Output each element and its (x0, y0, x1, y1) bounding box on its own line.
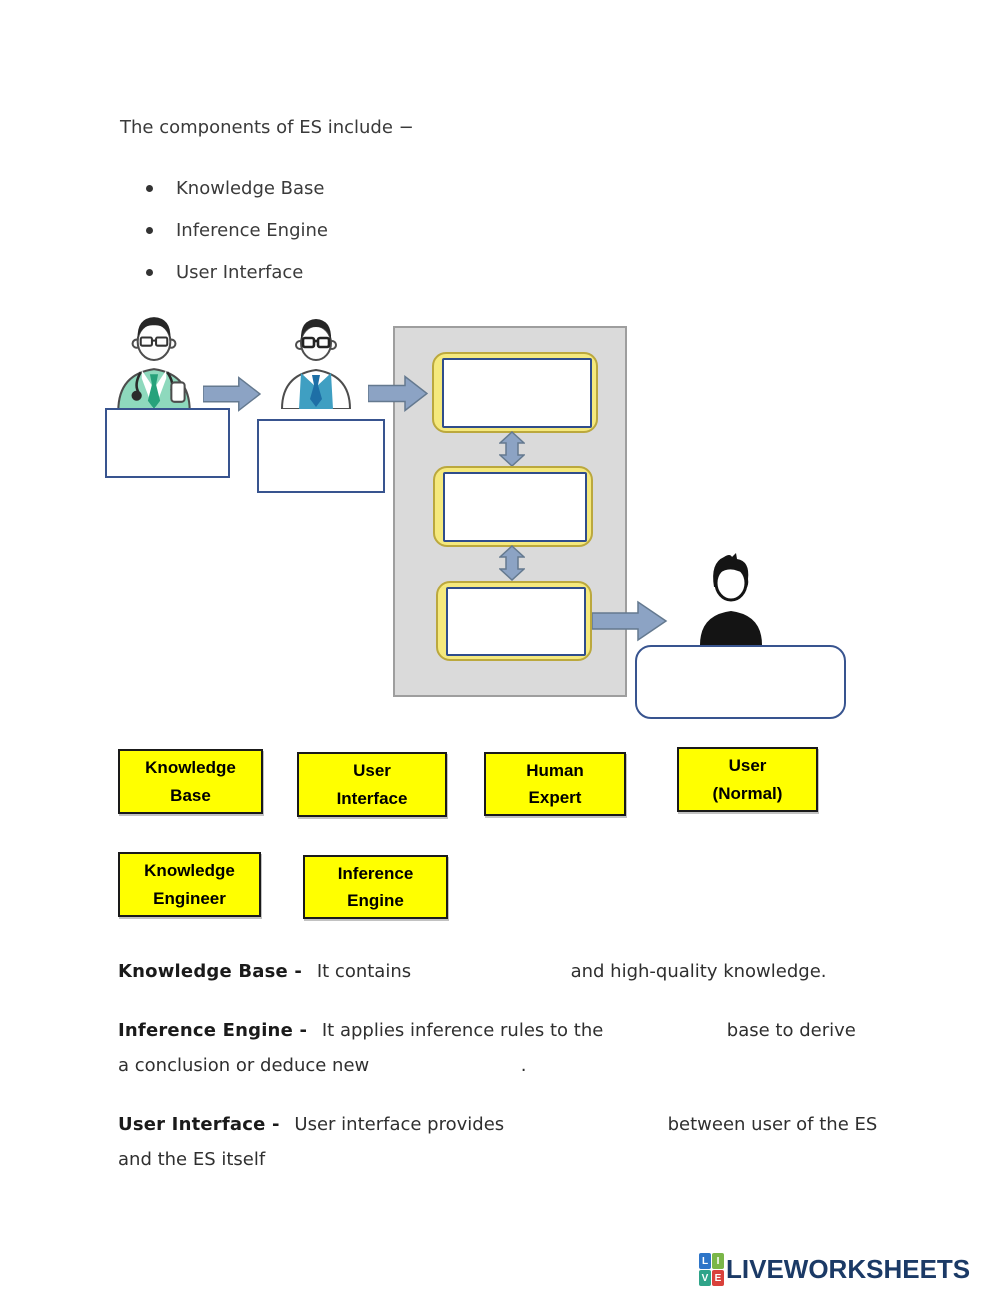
definition-user-interface-line2: and the ES itself (118, 1149, 265, 1170)
definition-inference-engine-line1: Inference Engine - It applies inference … (118, 1020, 856, 1041)
bullet-text: Knowledge Base (176, 178, 325, 199)
logo-square-i: I (712, 1253, 724, 1269)
bullet-dot (146, 227, 153, 234)
bullet-item: Knowledge Base (146, 178, 325, 199)
bullet-text: Inference Engine (176, 220, 328, 241)
brand-wordmark: LIVEWORKSHEETS (726, 1254, 971, 1284)
label-knowledge-base[interactable]: Knowledge Base (118, 749, 263, 814)
block-arrow-right-icon (203, 376, 261, 412)
definition-term: Inference Engine - (118, 1020, 308, 1041)
liveworksheets-logo[interactable]: L I V E LIVEWORKSHEETS (699, 1253, 970, 1286)
bullet-item: User Interface (146, 262, 303, 283)
es-slot-bottom[interactable] (436, 581, 592, 661)
block-arrow-right-icon (592, 600, 668, 642)
answer-slot-knowledge-engineer[interactable] (257, 419, 385, 493)
definition-text: It contains (316, 961, 412, 982)
answer-blank[interactable] (417, 963, 565, 981)
label-inference-engine[interactable]: Inference Engine (303, 855, 448, 919)
answer-blank[interactable] (375, 1057, 515, 1075)
definition-text: User interface provides (294, 1114, 505, 1135)
definition-text: base to derive (726, 1020, 856, 1041)
double-arrow-vertical-icon (499, 431, 525, 467)
label-knowledge-engineer[interactable]: Knowledge Engineer (118, 852, 261, 917)
es-slot-middle[interactable] (433, 466, 593, 547)
es-slot-middle-dropzone[interactable] (443, 472, 587, 542)
bullet-item: Inference Engine (146, 220, 328, 241)
es-slot-top[interactable] (432, 352, 598, 433)
doctor-icon (117, 317, 191, 411)
bullet-dot (146, 269, 153, 276)
intro-title: The components of ES include − (120, 117, 414, 138)
logo-square-v: V (699, 1270, 711, 1286)
block-arrow-right-icon (368, 375, 428, 412)
definition-text: It applies inference rules to the (321, 1020, 604, 1041)
definition-user-interface-line1: User Interface - User interface provides… (118, 1114, 877, 1135)
user-silhouette-icon (700, 553, 762, 645)
bullet-text: User Interface (176, 262, 304, 283)
definition-inference-engine-line2: a conclusion or deduce new . (118, 1055, 526, 1076)
bullet-dot (146, 185, 153, 192)
definition-term: User Interface - (118, 1114, 280, 1135)
label-user-interface[interactable]: User Interface (297, 752, 447, 817)
logo-square-e: E (712, 1270, 724, 1286)
double-arrow-vertical-icon (499, 545, 525, 581)
definition-text: between user of the ES (667, 1114, 878, 1135)
label-user-normal[interactable]: User (Normal) (677, 747, 818, 812)
definition-text: a conclusion or deduce new (118, 1055, 370, 1076)
engineer-icon (280, 319, 352, 409)
answer-slot-human-expert[interactable] (105, 408, 230, 478)
es-slot-bottom-dropzone[interactable] (446, 587, 586, 656)
logo-square-l: L (699, 1253, 711, 1269)
answer-blank[interactable] (510, 1116, 662, 1134)
liveworksheets-grid-icon: L I V E (699, 1253, 724, 1286)
definition-term: Knowledge Base - (118, 961, 303, 982)
es-slot-top-dropzone[interactable] (442, 358, 592, 428)
definition-text: . (520, 1055, 527, 1076)
definition-text: and the ES itself (118, 1149, 266, 1170)
answer-blank[interactable] (609, 1022, 721, 1040)
label-human-expert[interactable]: Human Expert (484, 752, 626, 816)
definition-knowledge-base: Knowledge Base - It contains and high-qu… (118, 961, 827, 982)
definition-text: and high-quality knowledge. (570, 961, 827, 982)
answer-slot-user[interactable] (635, 645, 846, 719)
